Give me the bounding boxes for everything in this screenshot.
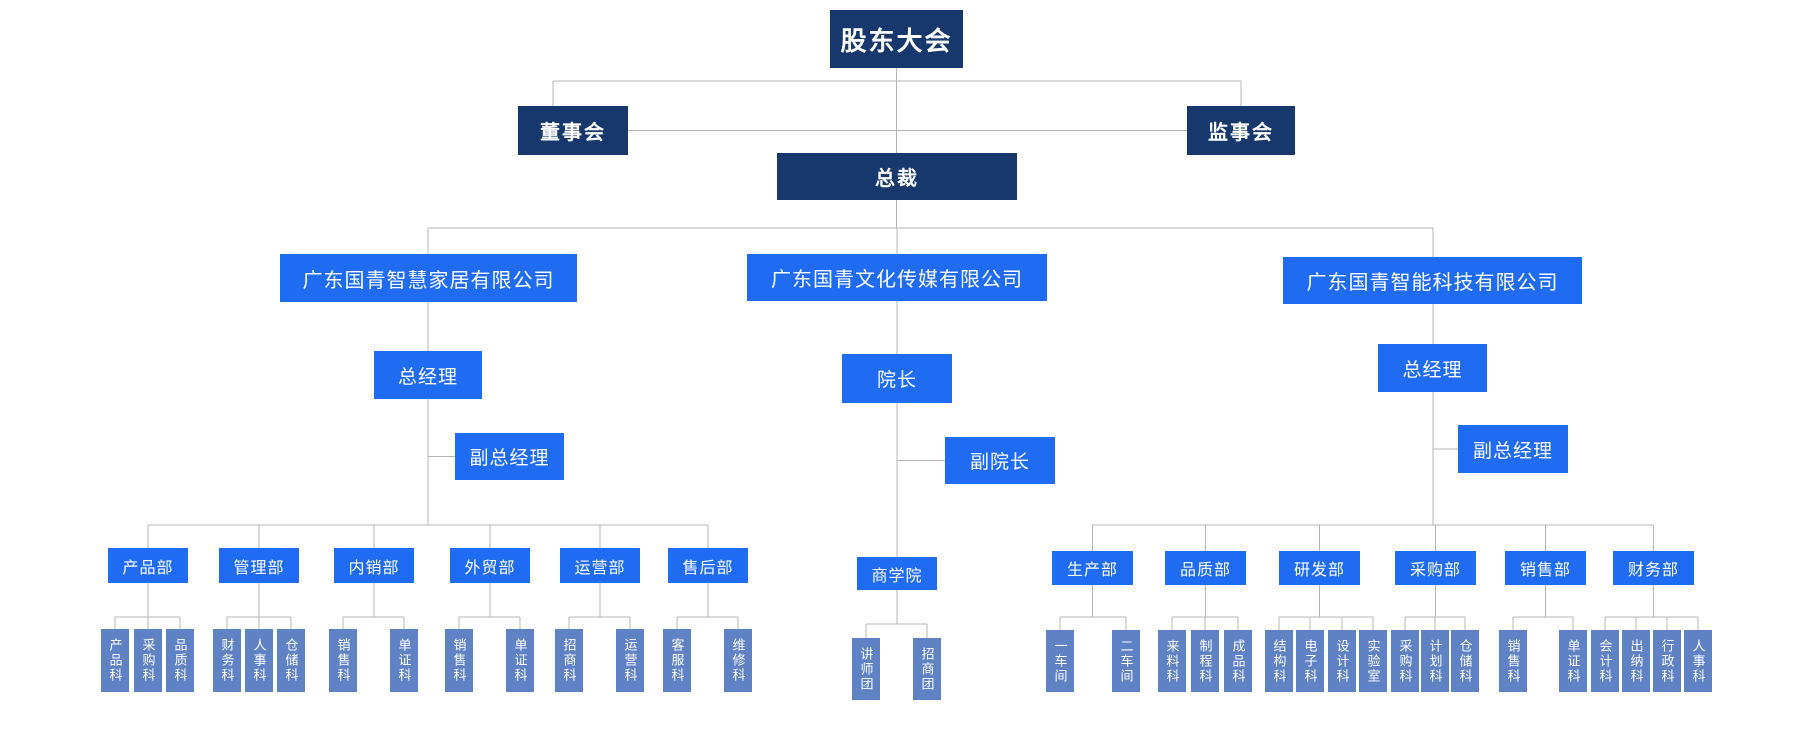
section-node: 二车间 (1112, 630, 1140, 692)
section-node: 讲师团 (852, 638, 880, 700)
node-shareholders-meeting: 股东大会 (830, 10, 963, 68)
section-node: 人事科 (245, 629, 273, 692)
section-node: 销售科 (1499, 630, 1527, 692)
node-finance-dept: 财务部 (1613, 551, 1694, 585)
section-node: 招商团 (913, 638, 941, 700)
node-company-smart-home: 广东国青智慧家居有限公司 (280, 254, 577, 302)
section-node: 一车间 (1046, 630, 1074, 692)
section-node: 计划科 (1421, 630, 1449, 692)
section-node: 实验室 (1359, 630, 1387, 692)
section-node: 单证科 (390, 629, 418, 692)
section-node: 出纳科 (1622, 630, 1650, 692)
node-dean: 院长 (842, 354, 952, 403)
node-president: 总裁 (777, 153, 1017, 200)
node-deputy-dean: 副院长 (945, 437, 1055, 484)
node-general-manager-2: 总经理 (1378, 344, 1487, 392)
node-company-smart-tech: 广东国青智能科技有限公司 (1283, 257, 1582, 304)
node-deputy-general-manager-1: 副总经理 (455, 433, 564, 480)
node-board-of-directors: 董事会 (518, 106, 628, 155)
section-node: 单证科 (506, 629, 534, 692)
section-node: 仓储科 (1451, 630, 1479, 692)
node-operations-dept: 运营部 (560, 548, 640, 583)
section-node: 来料科 (1158, 630, 1186, 692)
section-node: 单证科 (1559, 630, 1587, 692)
node-sales-dept: 销售部 (1505, 551, 1586, 585)
section-node: 设计科 (1328, 630, 1356, 692)
section-node: 销售科 (445, 629, 473, 692)
section-node: 维修科 (724, 629, 752, 692)
section-node: 品质科 (166, 629, 194, 692)
section-node: 结构科 (1265, 630, 1293, 692)
node-business-school: 商学院 (857, 557, 937, 590)
section-node: 产品科 (101, 629, 129, 692)
node-rd-dept: 研发部 (1279, 551, 1360, 585)
section-node: 成品科 (1224, 630, 1252, 692)
node-purchasing-dept: 采购部 (1395, 551, 1476, 585)
section-node: 招商科 (555, 629, 583, 692)
section-node: 采购科 (1391, 630, 1419, 692)
node-admin-dept: 管理部 (219, 548, 299, 583)
section-node: 仓储科 (277, 629, 305, 692)
section-node: 财务科 (213, 629, 241, 692)
node-production-dept: 生产部 (1052, 551, 1133, 585)
node-supervisory-board: 监事会 (1187, 106, 1295, 155)
section-node: 行政科 (1653, 630, 1681, 692)
node-after-sales-dept: 售后部 (668, 548, 748, 583)
node-foreign-trade-dept: 外贸部 (450, 548, 530, 583)
node-general-manager-1: 总经理 (374, 351, 482, 399)
section-node: 客服科 (663, 629, 691, 692)
node-domestic-sales-dept: 内销部 (334, 548, 414, 583)
section-node: 制程科 (1191, 630, 1219, 692)
section-node: 电子科 (1296, 630, 1324, 692)
section-node: 销售科 (329, 629, 357, 692)
node-company-culture-media: 广东国青文化传媒有限公司 (747, 254, 1047, 301)
section-node: 人事科 (1684, 630, 1712, 692)
section-node: 运营科 (616, 629, 644, 692)
node-quality-dept: 品质部 (1165, 551, 1246, 585)
section-node: 会计科 (1591, 630, 1619, 692)
node-deputy-general-manager-2: 副总经理 (1458, 425, 1568, 473)
node-product-dept: 产品部 (108, 548, 188, 583)
section-node: 采购科 (134, 629, 162, 692)
